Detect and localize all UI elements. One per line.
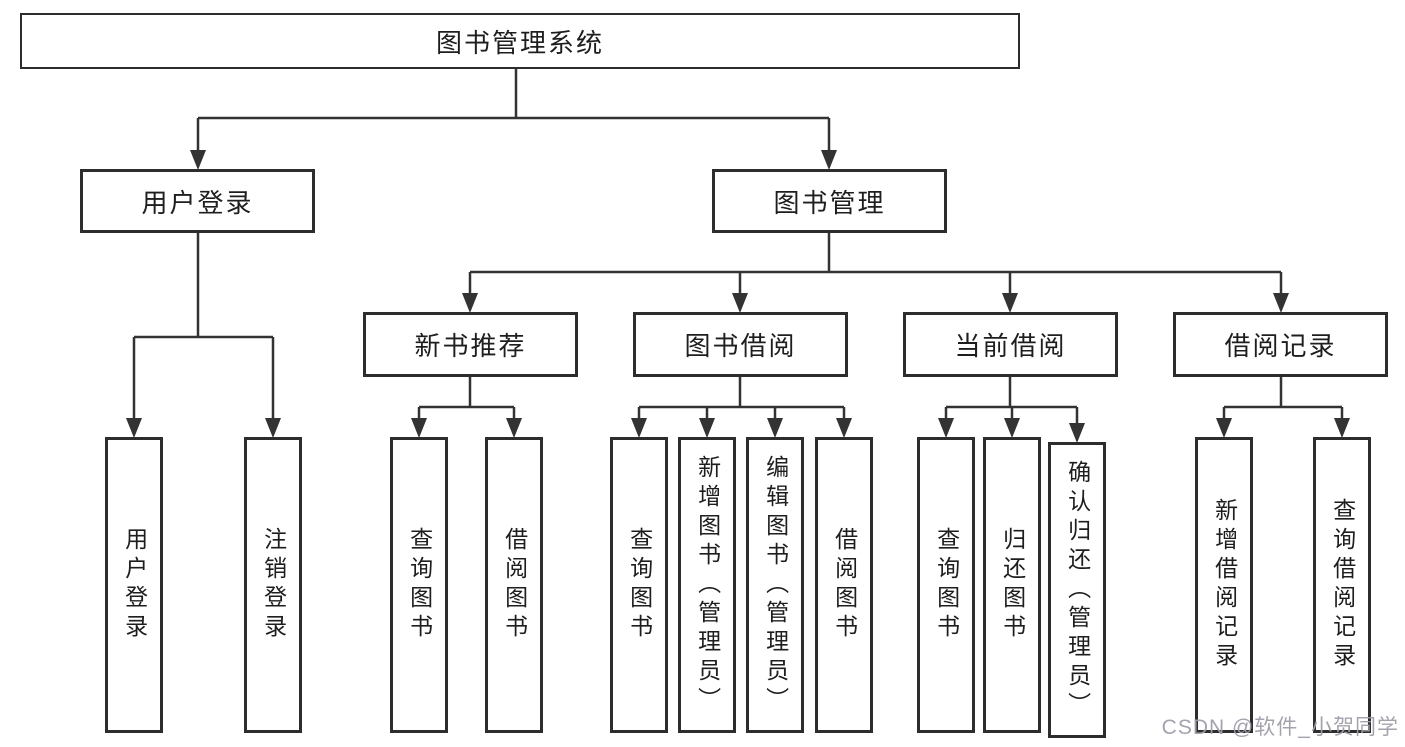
node-current-borrowing-label: 当前借阅 (954, 331, 1067, 361)
leaf-borrow-book-recommend: 借阅图书 (485, 437, 543, 733)
leaf-query-borrow-record: 查询借阅记录 (1313, 437, 1371, 733)
leaf-confirm-return-admin-label: 确认归还（管理员） (1064, 459, 1091, 721)
node-borrowing-records: 借阅记录 (1173, 312, 1388, 377)
leaf-query-borrow-record-label: 查询借阅记录 (1329, 498, 1356, 672)
node-book-borrowing: 图书借阅 (633, 312, 848, 377)
node-current-borrowing: 当前借阅 (903, 312, 1118, 377)
node-user-login: 用户登录 (80, 169, 315, 233)
node-new-book-recommend-label: 新书推荐 (414, 331, 527, 361)
leaf-query-book-borrow-label: 查询图书 (626, 527, 653, 643)
node-root-label: 图书管理系统 (435, 27, 604, 58)
node-book-borrowing-label: 图书借阅 (684, 331, 797, 361)
node-new-book-recommend: 新书推荐 (363, 312, 578, 377)
leaf-return-book: 归还图书 (983, 437, 1041, 733)
leaf-user-login-label: 用户登录 (121, 527, 148, 643)
node-user-login-label: 用户登录 (141, 187, 254, 218)
leaf-add-borrow-record-label: 新增借阅记录 (1211, 498, 1238, 672)
leaf-confirm-return-admin: 确认归还（管理员） (1048, 442, 1106, 738)
leaf-user-login: 用户登录 (105, 437, 163, 733)
node-book-management-label: 图书管理 (773, 187, 886, 218)
leaf-query-book-current-label: 查询图书 (933, 527, 960, 643)
leaf-logout: 注销登录 (244, 437, 302, 733)
csdn-watermark: CSDN @软件_小贺同学 (1161, 716, 1399, 739)
leaf-return-book-label: 归还图书 (999, 527, 1026, 643)
leaf-query-book-recommend: 查询图书 (390, 437, 448, 733)
leaf-add-borrow-record: 新增借阅记录 (1195, 437, 1253, 733)
node-root: 图书管理系统 (20, 13, 1020, 69)
leaf-query-book-recommend-label: 查询图书 (406, 527, 433, 643)
leaf-add-book-admin: 新增图书（管理员） (678, 437, 736, 733)
arrowheads (126, 150, 1350, 443)
leaf-query-book-current: 查询图书 (917, 437, 975, 733)
leaf-edit-book-admin-label: 编辑图书（管理员） (762, 454, 789, 716)
node-book-management: 图书管理 (712, 169, 947, 233)
leaf-add-book-admin-label: 新增图书（管理员） (694, 454, 721, 716)
leaf-edit-book-admin: 编辑图书（管理员） (746, 437, 804, 733)
leaf-borrow-book-recommend-label: 借阅图书 (501, 527, 528, 643)
leaf-borrow-book-label: 借阅图书 (831, 527, 858, 643)
leaf-logout-label: 注销登录 (260, 527, 287, 643)
leaf-borrow-book: 借阅图书 (815, 437, 873, 733)
node-borrowing-records-label: 借阅记录 (1224, 331, 1337, 361)
leaf-query-book-borrow: 查询图书 (610, 437, 668, 733)
